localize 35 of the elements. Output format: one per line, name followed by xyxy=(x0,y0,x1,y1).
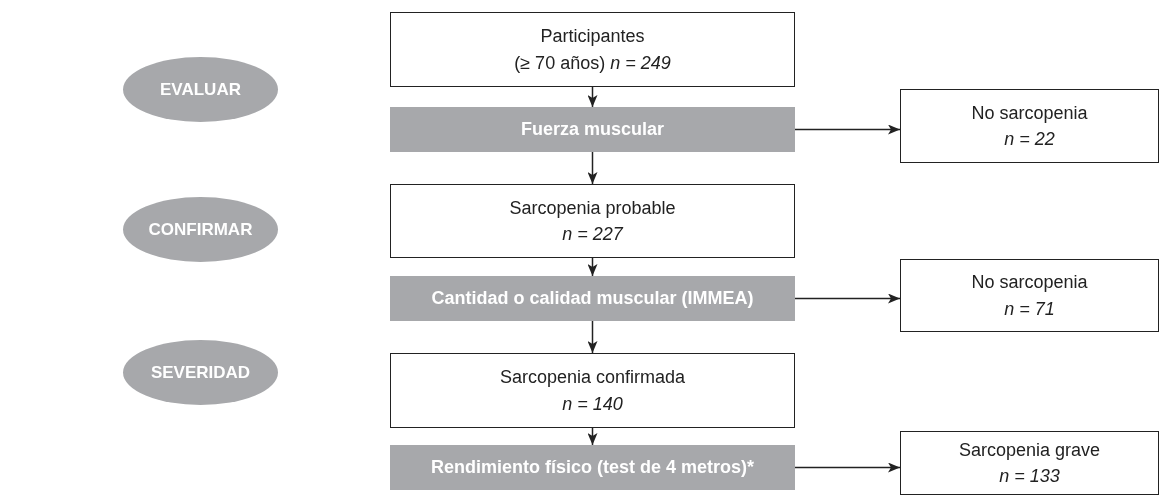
outcome-box xyxy=(900,431,1159,495)
box-label: Sarcopenia confirmada xyxy=(499,366,686,390)
box-label: Participantes xyxy=(540,25,645,49)
arrow xyxy=(587,320,598,354)
count-label: n = 140 xyxy=(562,392,623,416)
box-label: SEVERIDAD xyxy=(150,362,251,383)
arrow xyxy=(794,462,901,473)
process-box xyxy=(390,353,795,428)
box-label: CONFIRMAR xyxy=(148,219,253,240)
count-label: (≥ 70 años) n = 249 xyxy=(514,51,671,75)
box-label: Sarcopenia probable xyxy=(509,196,676,220)
outcome-box xyxy=(900,259,1159,332)
count-label: n = 22 xyxy=(1004,128,1055,151)
arrow xyxy=(587,257,598,277)
box-label: No sarcopenia xyxy=(971,271,1088,295)
arrow xyxy=(587,86,598,108)
arrow xyxy=(794,124,901,135)
arrow xyxy=(794,293,901,304)
count-label: n = 71 xyxy=(1004,297,1055,321)
process-box xyxy=(390,12,795,87)
box-label: EVALUAR xyxy=(160,79,241,100)
step-bar xyxy=(390,445,795,490)
arrow xyxy=(587,151,598,185)
outcome-box xyxy=(900,89,1159,163)
process-box xyxy=(390,184,795,258)
step-bar xyxy=(390,276,795,321)
box-label: Fuerza muscular xyxy=(520,119,665,140)
count-label: n = 133 xyxy=(999,465,1060,488)
arrow xyxy=(587,427,598,446)
count-label: n = 227 xyxy=(562,223,623,246)
box-label: No sarcopenia xyxy=(971,101,1088,125)
box-label: Cantidad o calidad muscular (IMMEA) xyxy=(431,288,754,309)
box-label: Sarcopenia grave xyxy=(958,438,1101,462)
step-bar xyxy=(390,107,795,152)
box-label: Rendimiento físico (test de 4 metros)* xyxy=(430,457,755,478)
